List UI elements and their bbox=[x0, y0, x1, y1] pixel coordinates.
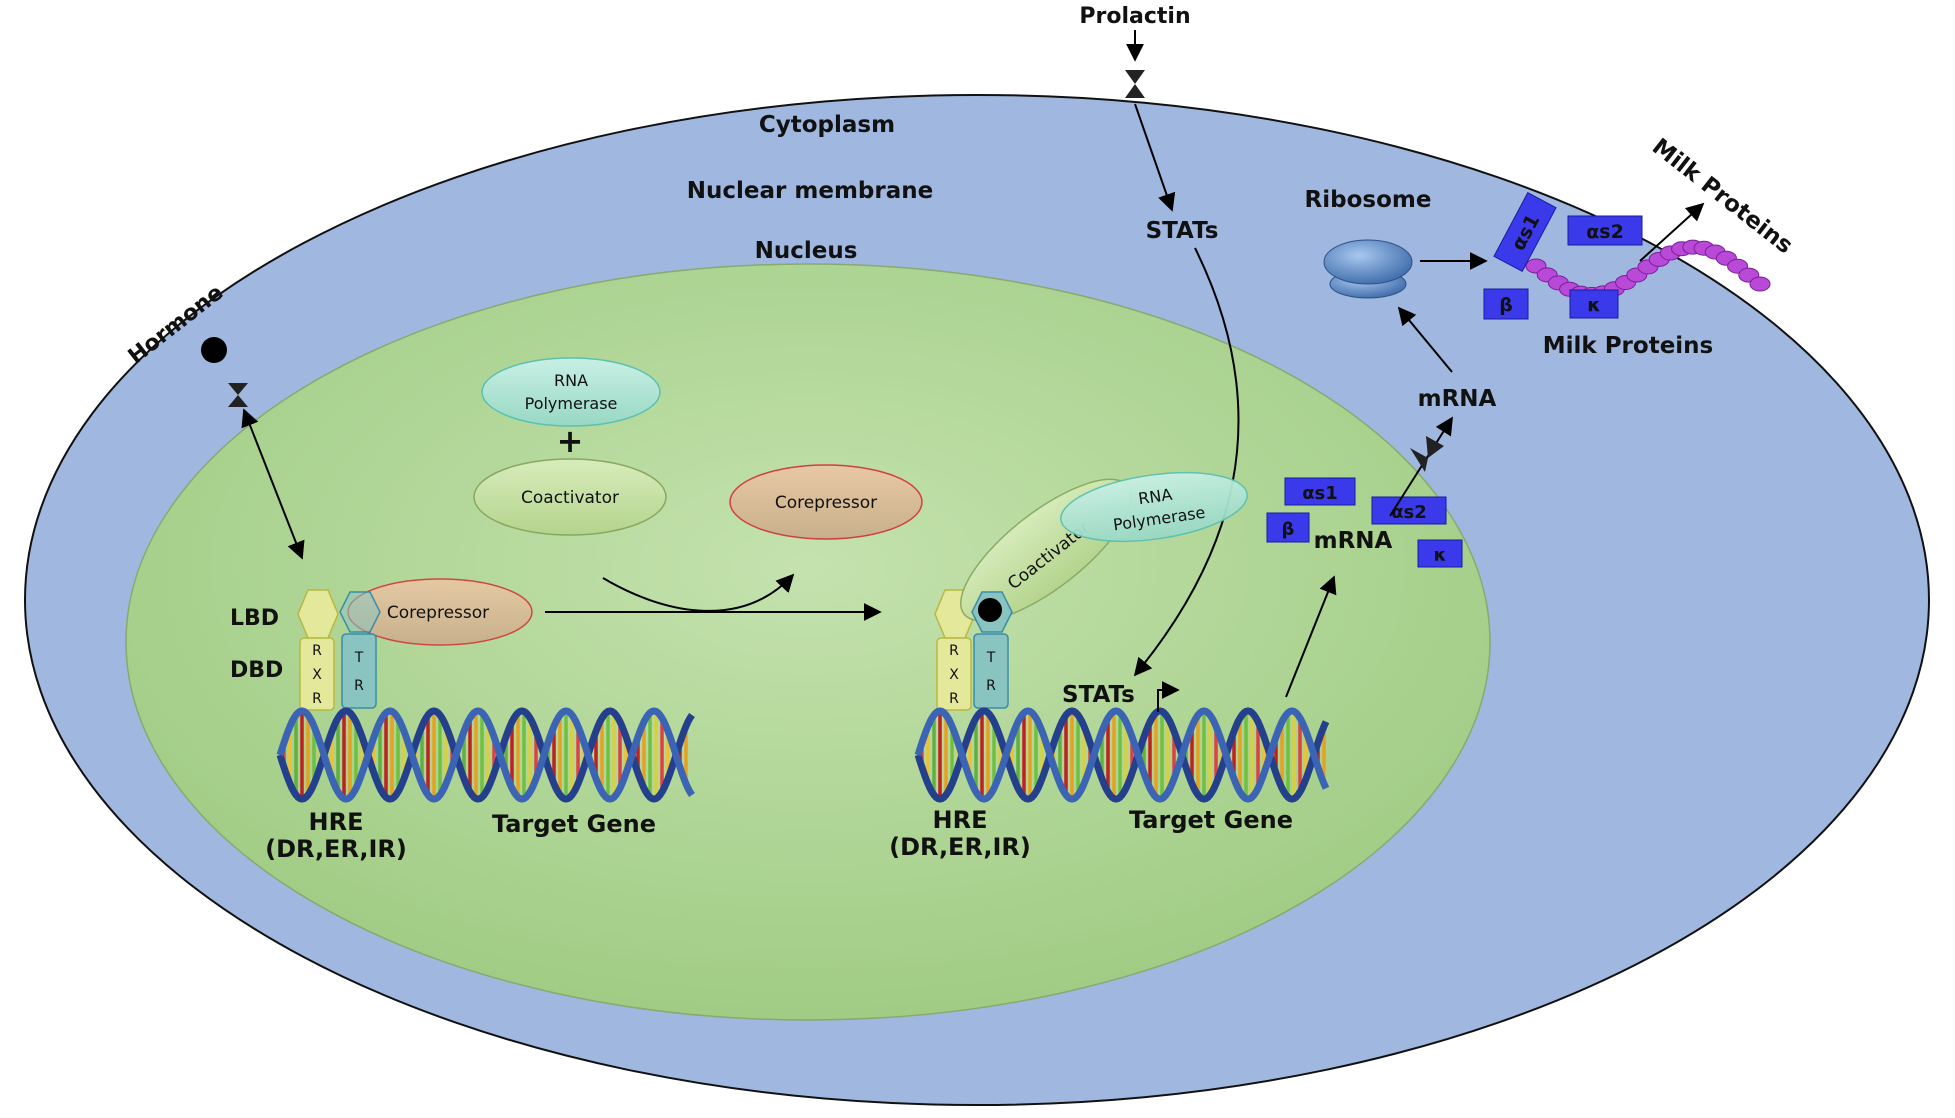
corepressor-released bbox=[729, 464, 923, 540]
svg-text:κ: κ bbox=[1434, 545, 1447, 566]
rna-polymerase-free-line2: Polymerase bbox=[525, 394, 618, 413]
milk-proteins-arrow-label: Milk Proteins bbox=[1647, 134, 1797, 259]
beta-protein-box bbox=[1483, 288, 1529, 320]
svg-text:αs2: αs2 bbox=[1391, 502, 1427, 523]
coactivator-free-label: Coactivator bbox=[521, 488, 619, 508]
dna-helix-left bbox=[276, 707, 695, 803]
svg-text:β: β bbox=[1282, 519, 1295, 540]
stats-top-label: STATs bbox=[1146, 218, 1219, 244]
as1-protein-box bbox=[1493, 192, 1557, 272]
prolactin-label: Prolactin bbox=[1079, 4, 1190, 29]
ribosome-icon bbox=[1323, 239, 1413, 299]
milk-proteins-label: Milk Proteins bbox=[1543, 333, 1714, 359]
svg-text:R: R bbox=[312, 643, 322, 659]
dbd-label: DBD bbox=[230, 658, 283, 683]
nucleus-label: Nucleus bbox=[755, 238, 858, 264]
left-rxr: R X R bbox=[297, 589, 339, 711]
secretion-arrow bbox=[1639, 202, 1705, 262]
as2-transcript-box bbox=[1371, 496, 1447, 525]
as2-protein-box bbox=[1567, 215, 1643, 246]
svg-text:αs1: αs1 bbox=[1302, 483, 1338, 504]
svg-text:X: X bbox=[312, 667, 322, 683]
stats-bottom-label: STATs bbox=[1062, 682, 1135, 708]
hormone-ligand bbox=[201, 337, 227, 363]
prolactin-to-stats-arrow bbox=[1134, 103, 1176, 212]
left-hre-types-label: (DR,ER,IR) bbox=[265, 835, 407, 863]
ribosome-label: Ribosome bbox=[1305, 187, 1432, 213]
svg-text:κ: κ bbox=[1587, 294, 1601, 316]
hormone-arrow bbox=[241, 408, 305, 560]
prolactin-receptor-channel-icon bbox=[1125, 70, 1145, 98]
coactivator-free bbox=[473, 458, 667, 536]
exchange-curve-arrow bbox=[602, 573, 795, 612]
right-target-gene-label: Target Gene bbox=[1129, 806, 1293, 834]
svg-text:αs2: αs2 bbox=[1586, 221, 1624, 243]
mrna-nucleus-label: mRNA bbox=[1314, 528, 1393, 554]
right-hre-label: HRE bbox=[933, 806, 988, 834]
dna-helix-right bbox=[914, 707, 1330, 803]
svg-text:R: R bbox=[986, 678, 996, 694]
svg-text:T: T bbox=[354, 650, 364, 666]
kappa-transcript-box bbox=[1417, 539, 1463, 568]
rna-polymerase-free bbox=[481, 357, 661, 427]
left-tr: T R bbox=[339, 591, 381, 709]
beta-transcript-box bbox=[1266, 512, 1310, 543]
transcription-start-icon bbox=[1157, 681, 1180, 712]
right-hre-types-label: (DR,ER,IR) bbox=[889, 833, 1031, 861]
svg-text:R: R bbox=[949, 691, 959, 707]
svg-text:R: R bbox=[949, 643, 959, 659]
plus-sign: + bbox=[557, 422, 584, 460]
cytoplasm-proteins: αs1 αs2 β κ bbox=[1483, 192, 1643, 320]
svg-text:R: R bbox=[312, 691, 322, 707]
nucleus-region bbox=[125, 263, 1491, 1021]
rna-polymerase-bound bbox=[1060, 471, 1248, 543]
svg-text:X: X bbox=[949, 667, 959, 683]
mrna-to-ribosome-arrow bbox=[1397, 306, 1453, 373]
corepressor-bound-label: Corepressor bbox=[387, 603, 489, 623]
nuclear-membrane-label: Nuclear membrane bbox=[687, 178, 933, 204]
left-target-gene-label: Target Gene bbox=[492, 810, 656, 838]
svg-text:R: R bbox=[354, 678, 364, 694]
nuclear-pore-icon bbox=[1410, 436, 1444, 472]
svg-text:T: T bbox=[986, 650, 996, 666]
mrna-export-arrow bbox=[1389, 416, 1453, 517]
hormone-bound-ligand bbox=[976, 596, 1004, 624]
mrna-cytoplasm-label: mRNA bbox=[1418, 386, 1497, 412]
as1-transcript-box bbox=[1284, 477, 1356, 506]
left-hre-label: HRE bbox=[309, 808, 364, 836]
svg-text:β: β bbox=[1499, 294, 1513, 316]
gene-to-mrna-arrow bbox=[1285, 575, 1337, 698]
nuclear-transcripts: αs1 αs2 β κ bbox=[1266, 477, 1463, 568]
hormone-receptor-channel-icon bbox=[228, 383, 248, 407]
corepressor-released-label: Corepressor bbox=[775, 493, 877, 513]
rna-polymerase-free-line1: RNA bbox=[554, 371, 588, 390]
lbd-label: LBD bbox=[230, 606, 279, 631]
kappa-protein-box bbox=[1569, 289, 1619, 319]
cytoplasm-label: Cytoplasm bbox=[759, 112, 895, 138]
rna-polymerase-bound-line1: RNA bbox=[1137, 485, 1173, 509]
